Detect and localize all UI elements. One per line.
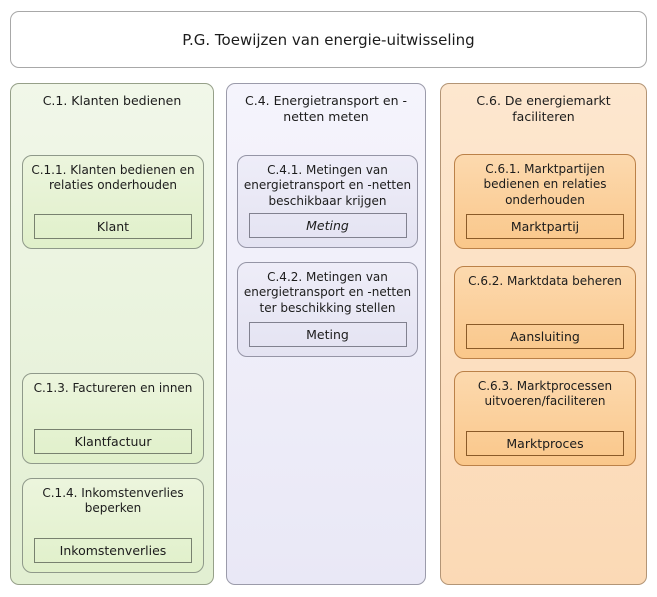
object-klant-label: Klant <box>96 219 130 234</box>
object-meting-abstract[interactable]: Meting <box>248 213 407 238</box>
group-c1-label: C.1. Klanten bedienen <box>42 93 182 108</box>
diagram-title: P.G. Toewijzen van energie-uitwisseling <box>182 30 475 49</box>
object-meting-label: Meting <box>306 327 349 342</box>
capability-c6-3-label: C.6.3. Marktprocessen uitvoeren/facilite… <box>477 379 613 409</box>
capability-c6-1-label: C.6.1. Marktpartijen bedienen en relatie… <box>483 162 607 207</box>
capability-c1-3-label: C.1.3. Factureren en innen <box>33 381 193 395</box>
capability-c1-4[interactable]: C.1.4. Inkomstenverlies beperken Inkomst… <box>22 478 204 573</box>
object-meting-abstract-label: Meting <box>306 218 349 233</box>
capability-c1-3[interactable]: C.1.3. Factureren en innen Klantfactuur <box>22 373 204 464</box>
object-marktproces-label: Marktproces <box>506 436 584 451</box>
object-marktpartij[interactable]: Marktpartij <box>466 214 624 239</box>
diagram-title-box[interactable]: P.G. Toewijzen van energie-uitwisseling <box>10 11 647 68</box>
object-klantfactuur[interactable]: Klantfactuur <box>34 429 192 454</box>
capability-c1-1[interactable]: C.1.1. Klanten bedienen en relaties onde… <box>22 155 204 249</box>
object-inkomstenverlies[interactable]: Inkomstenverlies <box>34 538 192 563</box>
capability-c1-1-label: C.1.1. Klanten bedienen en relaties onde… <box>31 163 195 193</box>
group-c4-label: C.4. Energietransport en -netten meten <box>245 93 407 125</box>
group-c6-label: C.6. De energiemarkt faciliteren <box>476 93 611 125</box>
capability-c1-4-label: C.1.4. Inkomstenverlies beperken <box>42 486 184 516</box>
capability-c6-3[interactable]: C.6.3. Marktprocessen uitvoeren/facilite… <box>454 371 636 466</box>
group-c4-energietransport-meten[interactable]: C.4. Energietransport en -netten meten C… <box>226 83 426 585</box>
capability-c6-2[interactable]: C.6.2. Marktdata beheren Aansluiting <box>454 266 636 359</box>
object-aansluiting-label: Aansluiting <box>510 329 580 344</box>
capability-c4-2-label: C.4.2. Metingen van energietransport en … <box>243 270 412 315</box>
object-klant[interactable]: Klant <box>34 214 192 239</box>
object-inkomstenverlies-label: Inkomstenverlies <box>59 543 167 558</box>
capability-c6-1[interactable]: C.6.1. Marktpartijen bedienen en relatie… <box>454 154 636 249</box>
object-marktpartij-label: Marktpartij <box>510 219 580 234</box>
group-c6-energiemarkt-faciliteren[interactable]: C.6. De energiemarkt faciliteren C.6.1. … <box>440 83 647 585</box>
capability-c6-2-label: C.6.2. Marktdata beheren <box>468 274 622 288</box>
capability-c4-1-label: C.4.1. Metingen van energietransport en … <box>243 163 412 208</box>
capability-c4-2[interactable]: C.4.2. Metingen van energietransport en … <box>237 262 418 357</box>
object-aansluiting[interactable]: Aansluiting <box>466 324 624 349</box>
object-meting[interactable]: Meting <box>248 322 407 347</box>
object-marktproces[interactable]: Marktproces <box>466 431 624 456</box>
group-c1-klanten-bedienen[interactable]: C.1. Klanten bedienen C.1.1. Klanten bed… <box>10 83 214 585</box>
object-klantfactuur-label: Klantfactuur <box>74 434 152 449</box>
capability-c4-1[interactable]: C.4.1. Metingen van energietransport en … <box>237 155 418 248</box>
